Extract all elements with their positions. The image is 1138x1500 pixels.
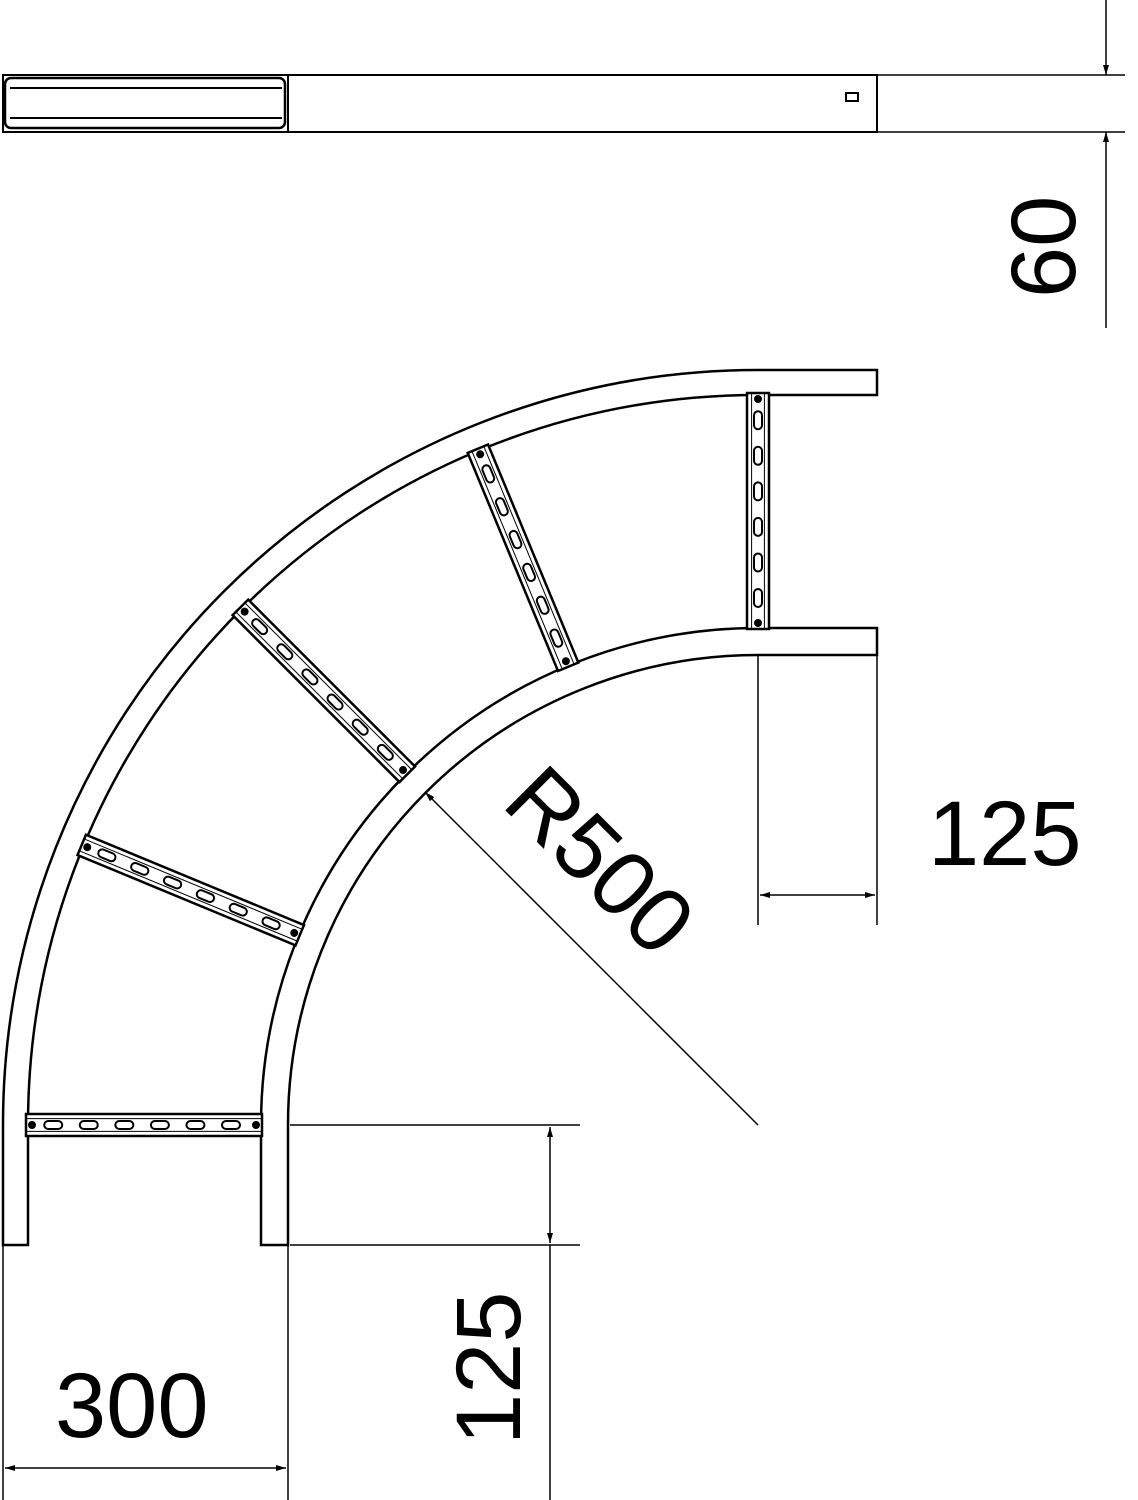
rung-slot: [276, 643, 294, 661]
rung-slot: [97, 848, 117, 863]
dim-width-label: 300: [55, 1355, 209, 1457]
rung-slot: [261, 916, 281, 931]
rung-slot: [78, 1120, 99, 1130]
rung-slot: [221, 1120, 241, 1130]
rung-slot: [522, 562, 537, 583]
rung-slot: [351, 718, 369, 736]
rung-slot: [535, 595, 550, 615]
rung-slot: [195, 889, 216, 904]
rung-slot: [549, 628, 564, 648]
rivet: [754, 619, 762, 627]
rung-slot: [114, 1120, 135, 1130]
rivet: [240, 607, 249, 616]
rung-slot: [185, 1120, 206, 1130]
rung-slot: [43, 1120, 64, 1130]
rung-slot: [753, 516, 763, 537]
rungs: [24, 391, 771, 1138]
dim-height-label: 60: [993, 196, 1095, 298]
rivet: [252, 1121, 260, 1129]
dim-radius-label: R500: [486, 747, 714, 975]
rung: [75, 833, 306, 947]
rung-slot: [326, 693, 344, 711]
rung-slot: [508, 529, 523, 550]
side-view: [2, 0, 1125, 328]
rung: [24, 1112, 264, 1138]
rivet: [754, 395, 762, 403]
rung-slot: [481, 464, 496, 484]
rung-slot: [753, 445, 763, 466]
rivet: [561, 657, 570, 666]
dimension-lines: [2, 655, 878, 1500]
rung: [745, 391, 771, 631]
rung-slot: [228, 902, 248, 917]
rung-slot: [753, 410, 763, 431]
rung-slot: [753, 552, 763, 573]
rivet: [476, 450, 485, 459]
dim-straight-left-label: 125: [438, 1292, 540, 1446]
rung-slot: [494, 497, 509, 517]
rivet: [28, 1121, 36, 1129]
rung-slot: [376, 743, 394, 761]
rivet: [83, 843, 92, 852]
rivet: [399, 766, 408, 775]
rung-slot: [149, 1120, 170, 1130]
rivet: [290, 928, 299, 937]
rung-slot: [251, 618, 269, 636]
rung: [230, 597, 417, 784]
dim-straight-top-label: 125: [928, 783, 1082, 885]
rung: [466, 442, 580, 673]
rung-slot: [301, 668, 319, 686]
rung-slot: [130, 861, 150, 876]
rung-slot: [753, 481, 763, 502]
rung-slot: [162, 875, 183, 890]
rung-slot: [753, 588, 763, 608]
